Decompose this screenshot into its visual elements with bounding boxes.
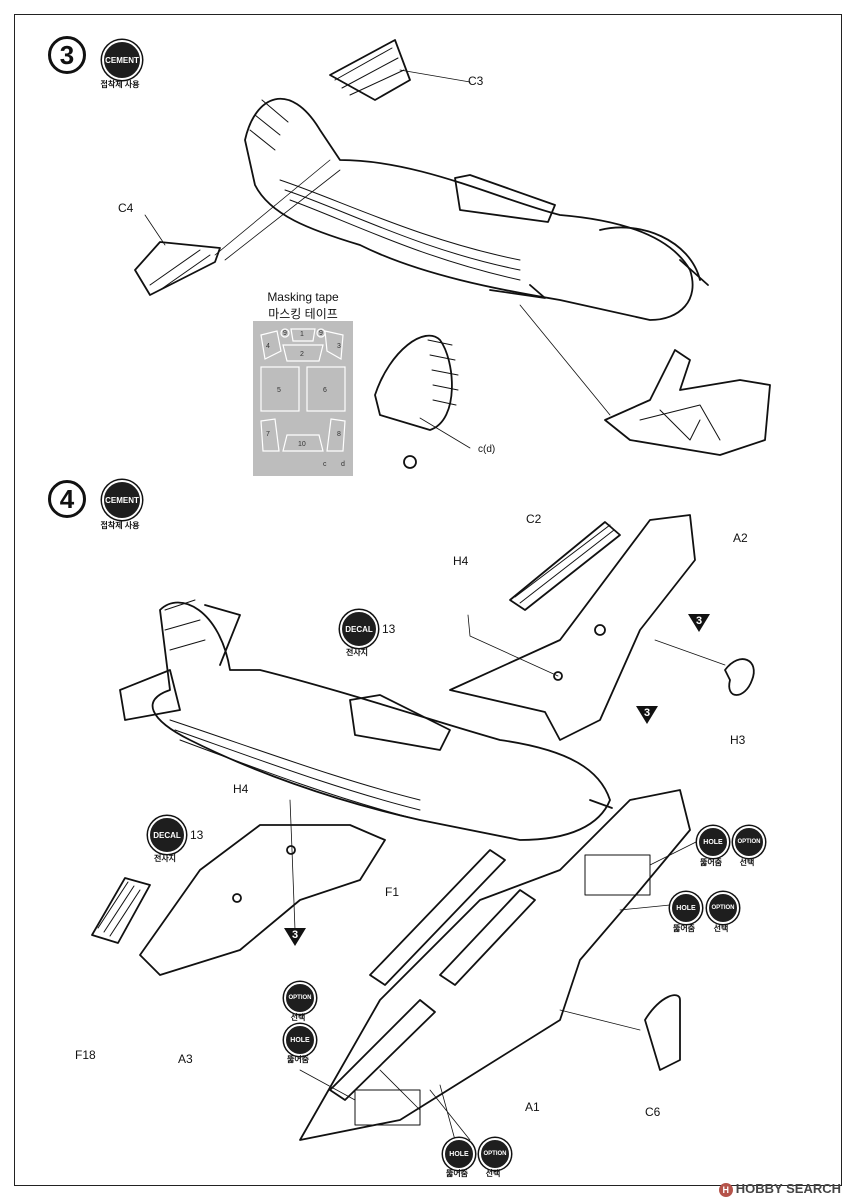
mask-piece-4: 4 xyxy=(266,343,270,350)
part-label-a2: A2 xyxy=(733,531,748,545)
cement-badge: CEMENT xyxy=(102,480,142,520)
hole-sub-label: 뚫어줌 xyxy=(672,924,696,933)
option-sub-label: 선택 xyxy=(290,1013,306,1022)
mask-piece-c: c xyxy=(323,461,327,468)
mask-piece-d: d xyxy=(341,461,345,468)
aileron-c2 xyxy=(509,521,621,611)
hole-sub-label: 뚫어줌 xyxy=(699,858,723,867)
part-label-c2: C2 xyxy=(526,512,542,526)
step-4-number: 4 xyxy=(48,480,86,518)
hole-badge: HOLE xyxy=(697,826,729,858)
cement-badge: CEMENT xyxy=(102,40,142,80)
ref-triangle-number: 3 xyxy=(695,615,703,627)
ref-triangle-number: 3 xyxy=(291,929,299,941)
page-frame xyxy=(14,14,842,1186)
ref-triangle xyxy=(284,928,306,946)
ref-triangle xyxy=(636,706,658,724)
option-badge: OPTION xyxy=(284,982,316,1014)
hole-sub-label: 뚫어줌 xyxy=(445,1169,469,1178)
watermark-text: HOBBY SEARCH xyxy=(735,1181,841,1197)
part-label-h4: H4 xyxy=(233,782,249,796)
part-label-a1: A1 xyxy=(525,1100,540,1114)
hole-badge: HOLE xyxy=(670,892,702,924)
canopy-step3 xyxy=(454,174,556,223)
option-sub-label: 선택 xyxy=(713,924,729,933)
cement-sub-label: 접착제 사용 xyxy=(100,521,140,530)
flap-f1 xyxy=(369,849,506,986)
option-sub-label: 선택 xyxy=(485,1169,501,1178)
mask-piece-2: 2 xyxy=(300,351,304,358)
canopy-step4 xyxy=(349,694,451,751)
mask-piece-9b: 9 xyxy=(319,330,323,337)
masking-tape-sheet: 1 2 3 4 5 6 7 8 9 9 10 c d xyxy=(253,321,353,476)
part-label-c3: C3 xyxy=(468,74,484,88)
part-label-c4: C4 xyxy=(118,201,134,215)
stabilizer-c4 xyxy=(134,241,221,296)
mask-piece-5: 5 xyxy=(277,387,281,394)
option-sub-label: 선택 xyxy=(739,858,755,867)
mask-piece-8: 8 xyxy=(337,431,341,438)
mask-piece-10: 10 xyxy=(298,441,306,448)
decal-badge: DECAL xyxy=(340,610,378,648)
decal-number: 13 xyxy=(190,828,204,842)
hole-sub-label: 뚫어줌 xyxy=(286,1055,310,1064)
engine-mount xyxy=(604,349,771,456)
step-3-number: 3 xyxy=(48,36,86,74)
hobbysearch-logo-icon: H xyxy=(718,1183,733,1197)
fuselage-outline-step3 xyxy=(244,97,694,321)
decal-badge: DECAL xyxy=(148,816,186,854)
ref-triangle-number: 3 xyxy=(643,707,651,719)
part-label-f18: F18 xyxy=(75,1048,96,1062)
c6-part xyxy=(644,994,681,1071)
mask-piece-6: 6 xyxy=(323,387,327,394)
tail-detail xyxy=(374,334,453,431)
wing-a1 xyxy=(299,789,691,1141)
wing-a2 xyxy=(449,514,696,741)
cement-sub-label: 접착제 사용 xyxy=(100,80,140,89)
option-badge: OPTION xyxy=(733,826,765,858)
masking-tape-subtitle: 마스킹 테이프 xyxy=(268,307,338,321)
wing-a3 xyxy=(139,824,386,976)
decal-sub-label: 전사지 xyxy=(345,648,369,657)
h3-part xyxy=(724,658,755,696)
part-label-a3: A3 xyxy=(178,1052,193,1066)
part-label-h4: H4 xyxy=(453,554,469,568)
ref-triangle xyxy=(688,614,710,632)
aileron-f18 xyxy=(91,877,151,944)
masking-tape-title: Masking tape xyxy=(267,290,339,304)
option-badge: OPTION xyxy=(479,1138,511,1170)
option-badge: OPTION xyxy=(707,892,739,924)
part-label-cd: c(d) xyxy=(478,444,496,455)
part-label-f1: F1 xyxy=(385,885,400,899)
mask-piece-3: 3 xyxy=(337,343,341,350)
mask-piece-1: 1 xyxy=(300,331,304,338)
mask-piece-7: 7 xyxy=(266,431,270,438)
hole-badge: HOLE xyxy=(443,1138,475,1170)
mask-piece-9a: 9 xyxy=(283,330,287,337)
part-label-c6: C6 xyxy=(645,1105,661,1119)
fuselage-outline-step4 xyxy=(151,601,611,841)
part-label-h3: H3 xyxy=(730,733,746,747)
decal-sub-label: 전사지 xyxy=(153,854,177,863)
decal-number: 13 xyxy=(382,622,396,636)
hole-badge: HOLE xyxy=(284,1024,316,1056)
stabilizer-c3 xyxy=(329,39,411,101)
